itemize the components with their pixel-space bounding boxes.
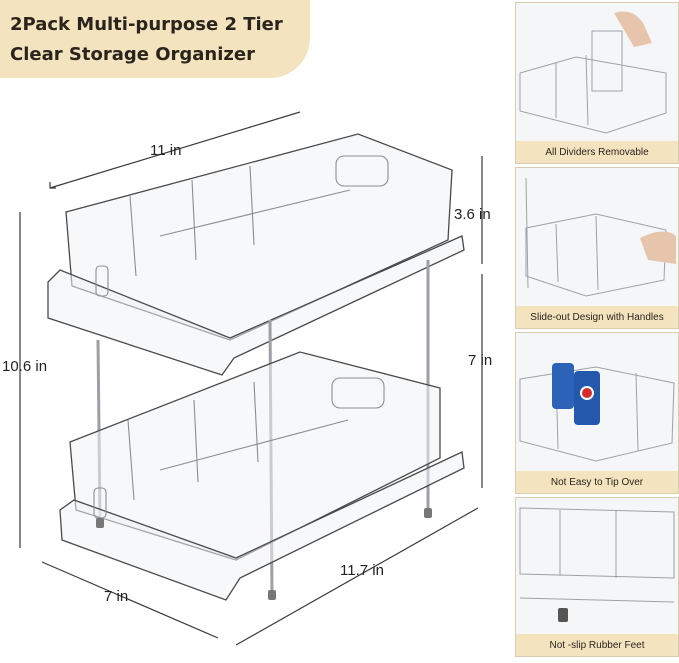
dim-line-width-bottom (41, 561, 219, 639)
dim-line-width-top (49, 111, 301, 189)
tip-over-photo (516, 333, 678, 473)
dim-label-height-total: 10.6 in (2, 358, 48, 375)
feature-panel-slide-out: Slide-out Design with Handles (515, 167, 679, 329)
organizer-drawing (19, 111, 483, 646)
dim-label-depth-bottom: 11.7 in (340, 562, 384, 579)
feature-panel-rubber-feet: Not -slip Rubber Feet (515, 497, 679, 657)
rubber-feet (96, 508, 432, 600)
slide-out-photo (516, 168, 678, 308)
feature-panel-dividers: All Dividers Removable (515, 2, 679, 164)
dim-label-width-bottom: 7 in (104, 588, 129, 605)
feature-caption-4: Not -slip Rubber Feet (516, 634, 678, 656)
feature-caption-3: Not Easy to Tip Over (516, 471, 678, 493)
upper-tier-dividers (95, 155, 389, 297)
title-banner: 2Pack Multi-purpose 2 Tier Clear Storage… (0, 0, 310, 78)
dividers-photo (516, 3, 678, 143)
product-title-line-2: Clear Storage Organizer (10, 44, 255, 65)
dim-line-depth-bottom (235, 507, 479, 646)
lower-tier-bin (59, 351, 465, 601)
dim-label-height-top: 3.6 in (454, 206, 491, 223)
hand-image (614, 11, 652, 47)
rubber-feet-photo (516, 498, 678, 634)
hand-image (640, 231, 676, 264)
feature-caption-2: Slide-out Design with Handles (516, 306, 678, 328)
product-illustration: 11 in 10.6 in 3.6 in 7 in 7 in 11.7 in (0, 90, 505, 658)
lower-tier-dividers (93, 377, 385, 519)
dim-label-width-top: 11 in (150, 142, 182, 159)
soda-cans (552, 363, 600, 425)
product-title-line-1: 2Pack Multi-purpose 2 Tier (10, 14, 283, 35)
dim-label-height-lower: 7 in (468, 352, 493, 369)
feature-caption-1: All Dividers Removable (516, 141, 678, 163)
feature-panel-tip-over: Not Easy to Tip Over (515, 332, 679, 494)
rubber-foot-icon (558, 608, 568, 622)
